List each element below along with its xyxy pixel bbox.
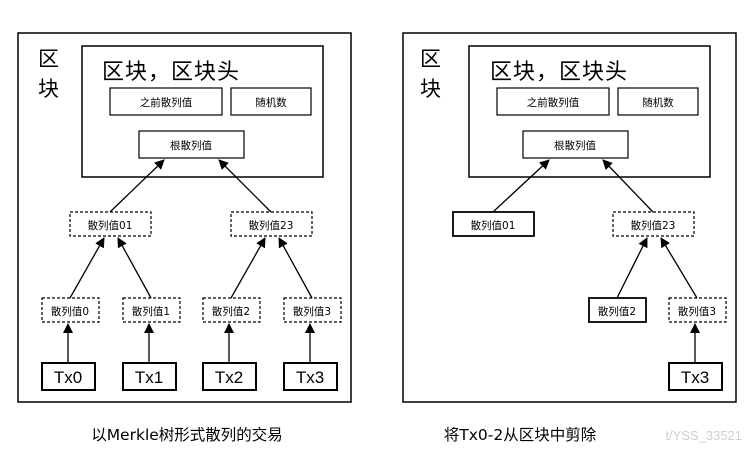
left-hash23-label: 散列值23 (249, 219, 294, 232)
left-caption: 以Merkle树形式散列的交易 (91, 426, 283, 444)
left-tx0-label: Tx0 (54, 368, 82, 387)
right-header-title: 区块，区块头 (490, 60, 628, 85)
right-prev-hash-label: 之前散列值 (527, 96, 580, 109)
left-diagram: 区 块 区块，区块头 之前散列值 随机数 根散列值 散列值01 散列值23 散列… (17, 32, 352, 444)
left-arrow-h23 (218, 159, 272, 213)
left-arrow-h2 (230, 237, 266, 299)
left-prev-hash-box (109, 87, 223, 116)
right-arrow-h01 (492, 159, 550, 213)
right-hash23-label: 散列值23 (631, 219, 676, 232)
left-block-header-box (81, 45, 324, 178)
left-hash2-label: 散列值2 (212, 305, 250, 318)
left-nonce-label: 随机数 (255, 96, 287, 109)
left-hash3-label: 散列值3 (293, 305, 331, 318)
right-block-label-1: 区 (420, 47, 441, 71)
left-hash1-label: 散列值1 (132, 305, 170, 318)
right-root-hash-box (522, 130, 629, 159)
left-block-frame (17, 32, 352, 403)
left-hash3-box (283, 297, 342, 323)
right-nonce-box (617, 87, 699, 116)
left-hash0-label: 散列值0 (51, 305, 89, 318)
right-arrow-h23 (602, 159, 654, 213)
right-arrow-h3 (660, 237, 698, 299)
right-hash3-label: 散列值3 (678, 305, 716, 318)
right-block-header-box (468, 45, 711, 178)
left-hash23-box (230, 211, 313, 237)
left-arrow-h01 (109, 159, 165, 213)
right-caption: 将Tx0-2从区块中剪除 (444, 426, 597, 444)
left-header-title: 区块，区块头 (102, 60, 240, 85)
left-arrows (63, 159, 315, 363)
right-tx3-label: Tx3 (681, 368, 709, 387)
right-root-hash-label: 根散列值 (554, 139, 596, 152)
right-nonce-label: 随机数 (642, 96, 674, 109)
right-block-frame (402, 32, 737, 403)
right-hash2-label: 散列值2 (598, 305, 636, 318)
watermark: t/YSS_33521 (665, 428, 742, 443)
right-hash23-box (612, 211, 695, 237)
left-tx3-label: Tx3 (296, 368, 324, 387)
right-block-label-2: 块 (420, 77, 441, 101)
right-hash3-box (668, 297, 727, 323)
left-root-hash-label: 根散列值 (170, 139, 212, 152)
right-arrow-h2 (616, 237, 648, 299)
right-hash01-label: 散列值01 (471, 219, 516, 232)
right-diagram: 区 块 区块，区块头 之前散列值 随机数 根散列值 散列值01 散列值23 散列… (402, 32, 742, 444)
left-nonce-box (230, 87, 312, 116)
left-hash01-label: 散列值01 (88, 219, 133, 232)
left-arrow-h3 (278, 237, 313, 299)
left-root-hash-box (138, 130, 245, 159)
left-hash1-box (122, 297, 181, 323)
left-arrow-h1 (117, 237, 152, 299)
left-hash2-box (202, 297, 261, 323)
left-tx1-label: Tx1 (135, 368, 163, 387)
left-hash0-box (41, 297, 100, 323)
left-tx2-label: Tx2 (215, 368, 243, 387)
left-block-label-2: 块 (38, 77, 59, 101)
right-arrows (492, 159, 700, 363)
left-arrow-h0 (69, 237, 105, 299)
left-prev-hash-label: 之前散列值 (140, 96, 193, 109)
right-prev-hash-box (496, 87, 610, 116)
left-block-label-1: 区 (38, 47, 59, 71)
